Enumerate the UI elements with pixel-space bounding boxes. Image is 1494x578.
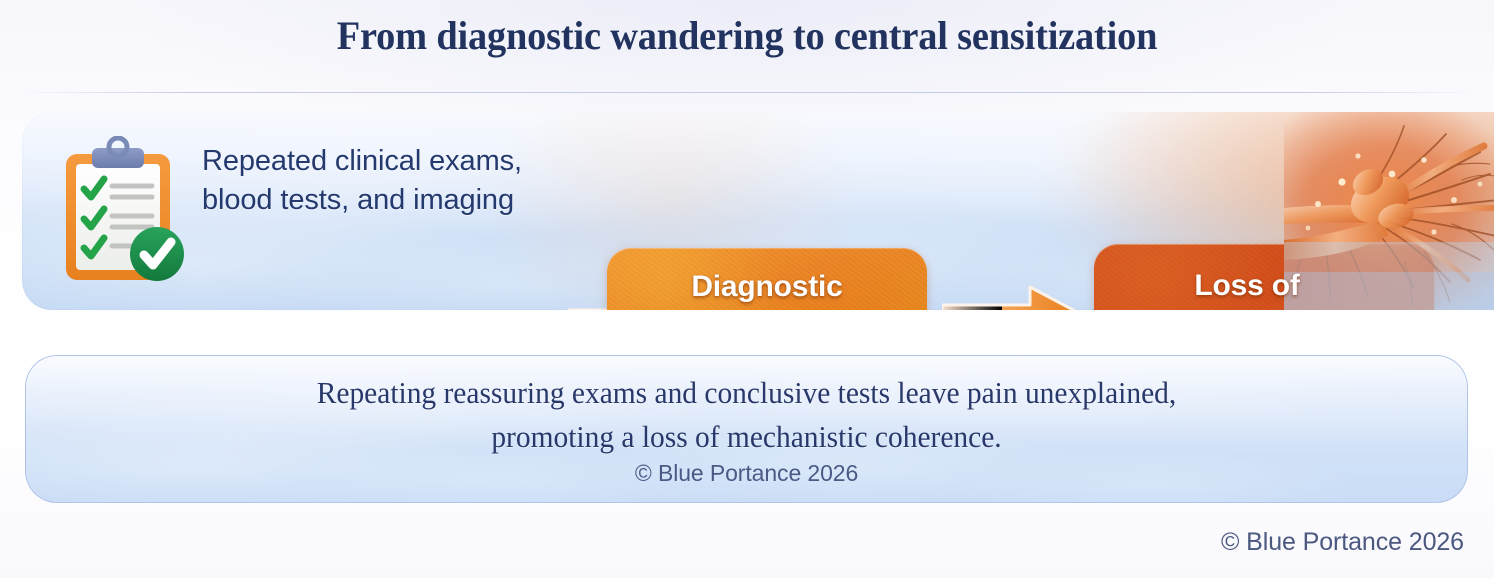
caption-panel: Repeating reassuring exams and conclusiv… (25, 355, 1468, 503)
clipboard-checklist-icon (56, 135, 196, 288)
caption-credit: © Blue Portance 2026 (634, 460, 859, 486)
step3-label: Loss of mechanistic coherence (1143, 268, 1350, 310)
step2-line2: wandering: (646, 306, 888, 310)
caption-line2: promoting a loss of mechanistic coherenc… (491, 419, 1002, 455)
step1-text: Repeated clinical exams, blood tests, an… (202, 142, 592, 220)
footer-copyright: © Blue Portance 2026 (1221, 528, 1464, 556)
arrow-right-icon-2 (940, 284, 1094, 310)
step2-label: Diagnostic wandering: unexplained pain (628, 269, 906, 310)
step3-line1: Loss of (1194, 269, 1300, 303)
flow-panel: Repeated clinical exams, blood tests, an… (22, 112, 1494, 310)
caption-line1: Repeating reassuring exams and conclusiv… (316, 375, 1177, 410)
step3-box: Loss of mechanistic coherence (1094, 244, 1434, 310)
caption-panel-wash (26, 356, 1467, 502)
page-title: From diagnostic wandering to central sen… (336, 13, 1158, 58)
step2-line1: Diagnostic (691, 270, 843, 304)
step1-line1: Repeated clinical exams, (202, 145, 522, 177)
step1-line2: blood tests, and imaging (202, 183, 514, 216)
header-divider (14, 92, 1480, 93)
caption-text: Repeating reassuring exams and conclusiv… (119, 371, 1374, 459)
step2-box: Diagnostic wandering: unexplained pain (607, 248, 927, 310)
step2-box-texture (607, 248, 927, 310)
step3-line2: mechanistic (1161, 305, 1332, 310)
